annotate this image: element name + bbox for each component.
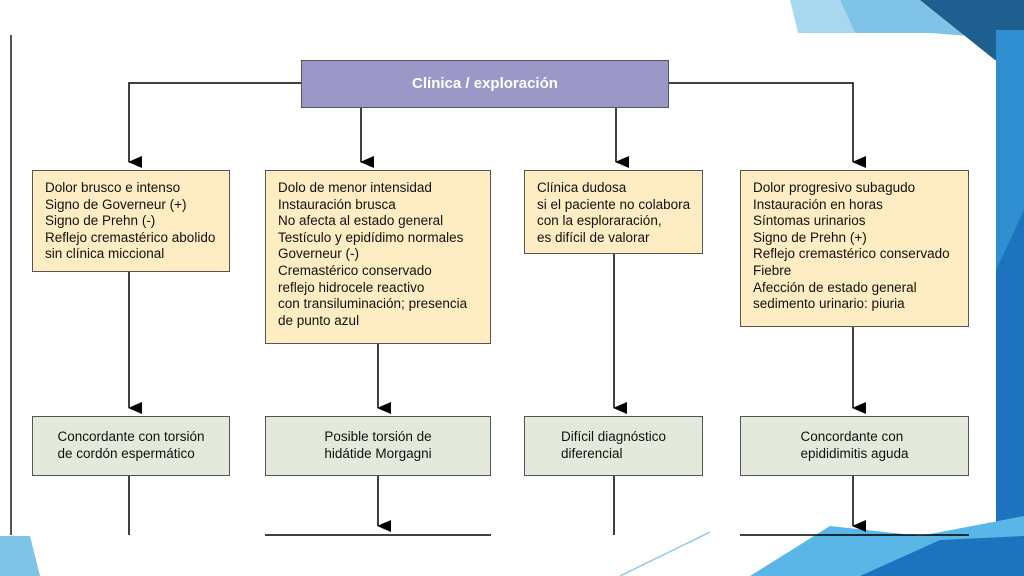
- finding-line: si el paciente no colabora: [537, 196, 691, 212]
- conclusion-line: Posible torsión de: [324, 429, 432, 445]
- finding-line: Síntomas urinarios: [753, 213, 866, 229]
- conclusion-line: epididimitis aguda: [800, 446, 909, 461]
- decorative-line-bottom: [619, 531, 710, 576]
- finding-line: Instauración en horas: [753, 196, 883, 212]
- findings-box-dudosa: Clínica dudosa si el paciente no colabor…: [524, 170, 703, 254]
- finding-line: Governeur (-): [278, 246, 360, 262]
- conclusion-box-hidatide: Posible torsión de hidátide Morgagni: [265, 416, 491, 476]
- findings-box-torsion: Dolor brusco e intenso Signo de Governeu…: [32, 170, 230, 272]
- finding-line: es difícil de valorar: [537, 229, 650, 245]
- decorative-edge-right: [996, 30, 1024, 576]
- connector-arrows: [128, 82, 969, 536]
- findings-box-epididimitis: Dolor progresivo subagudo Instauración e…: [740, 170, 969, 327]
- finding-line: de punto azul: [278, 312, 360, 328]
- finding-line: Signo de Prehn (-): [45, 213, 156, 229]
- conclusion-box-dudosa: Difícil diagnóstico diferencial: [524, 416, 703, 476]
- conclusion-line: de cordón espermático: [57, 446, 195, 461]
- title-box: Clínica / exploración: [301, 60, 669, 108]
- finding-line: Instauración brusca: [278, 196, 396, 212]
- decorative-corner-bottom-right: [750, 516, 1024, 576]
- finding-line: Dolor brusco e intenso: [45, 180, 181, 195]
- finding-line: Clínica dudosa: [537, 180, 627, 195]
- conclusion-box-epididimitis: Concordante con epididimitis aguda: [740, 416, 969, 476]
- finding-line: con la esploraración,: [537, 213, 662, 229]
- finding-line: Fiebre: [753, 262, 792, 278]
- finding-line: Testículo y epidídimo normales: [278, 229, 464, 245]
- conclusion-line: Concordante con: [800, 429, 904, 445]
- conclusion-line: hidátide Morgagni: [324, 446, 432, 461]
- finding-line: sin clínica miccional: [45, 246, 165, 262]
- findings-box-hidatide: Dolo de menor intensidad Instauración br…: [265, 170, 491, 344]
- finding-line: Dolor progresivo subagudo: [753, 180, 916, 195]
- conclusion-box-torsion: Concordante con torsión de cordón esperm…: [32, 416, 230, 476]
- conclusion-line: Concordante con torsión: [57, 429, 205, 445]
- finding-line: No afecta al estado general: [278, 213, 444, 229]
- finding-line: Signo de Governeur (+): [45, 196, 187, 212]
- conclusion-line: diferencial: [560, 446, 623, 461]
- finding-line: Cremastérico conservado: [278, 262, 432, 278]
- finding-line: Dolo de menor intensidad: [278, 180, 432, 195]
- finding-line: Afección de estado general: [753, 279, 917, 295]
- finding-line: con transiluminación; presencia: [278, 296, 468, 312]
- finding-line: reflejo hidrocele reactivo: [278, 279, 425, 295]
- title-text: Clínica / exploración: [412, 74, 558, 92]
- conclusion-line: Difícil diagnóstico: [560, 429, 667, 445]
- decorative-corner-bottom-left: [0, 536, 40, 576]
- finding-line: Reflejo cremastérico abolido: [45, 229, 216, 245]
- finding-line: Reflejo cremastérico conservado: [753, 246, 950, 262]
- page-edge-line: [10, 35, 12, 535]
- finding-line: sedimento urinario: piuria: [753, 296, 905, 312]
- finding-line: Signo de Prehn (+): [753, 229, 867, 245]
